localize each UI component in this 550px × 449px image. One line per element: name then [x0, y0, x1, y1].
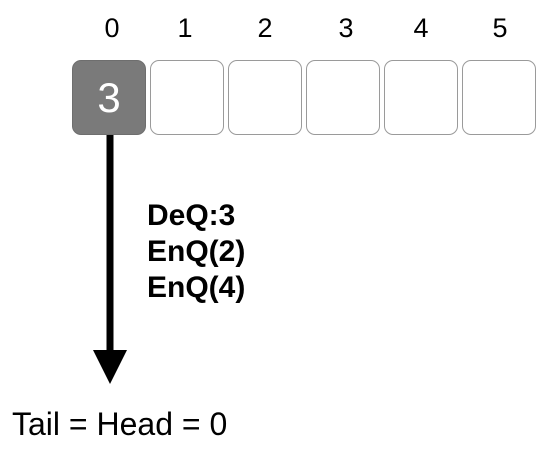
- operation-item: EnQ(2): [147, 235, 246, 268]
- operations-list: DeQ:3 EnQ(2) EnQ(4): [147, 198, 245, 306]
- queue-cell-3: [306, 60, 380, 135]
- index-label-5: 5: [492, 13, 508, 43]
- queue-cell-2: [228, 60, 302, 135]
- pointer-status: Tail = Head = 0: [12, 406, 228, 442]
- index-label-3: 3: [338, 13, 354, 43]
- queue-cell-0: 3: [72, 60, 146, 135]
- index-label-1: 1: [177, 13, 193, 43]
- pointer-arrow-head: [93, 350, 127, 384]
- operation-item: DeQ:3: [147, 199, 236, 232]
- queue-cell-5: [462, 60, 536, 135]
- operation-item: EnQ(4): [147, 271, 246, 304]
- index-label-0: 0: [104, 13, 120, 43]
- index-label-2: 2: [257, 13, 273, 43]
- queue-cell-4: [384, 60, 458, 135]
- index-label-4: 4: [413, 13, 429, 43]
- queue-cell-1: [150, 60, 224, 135]
